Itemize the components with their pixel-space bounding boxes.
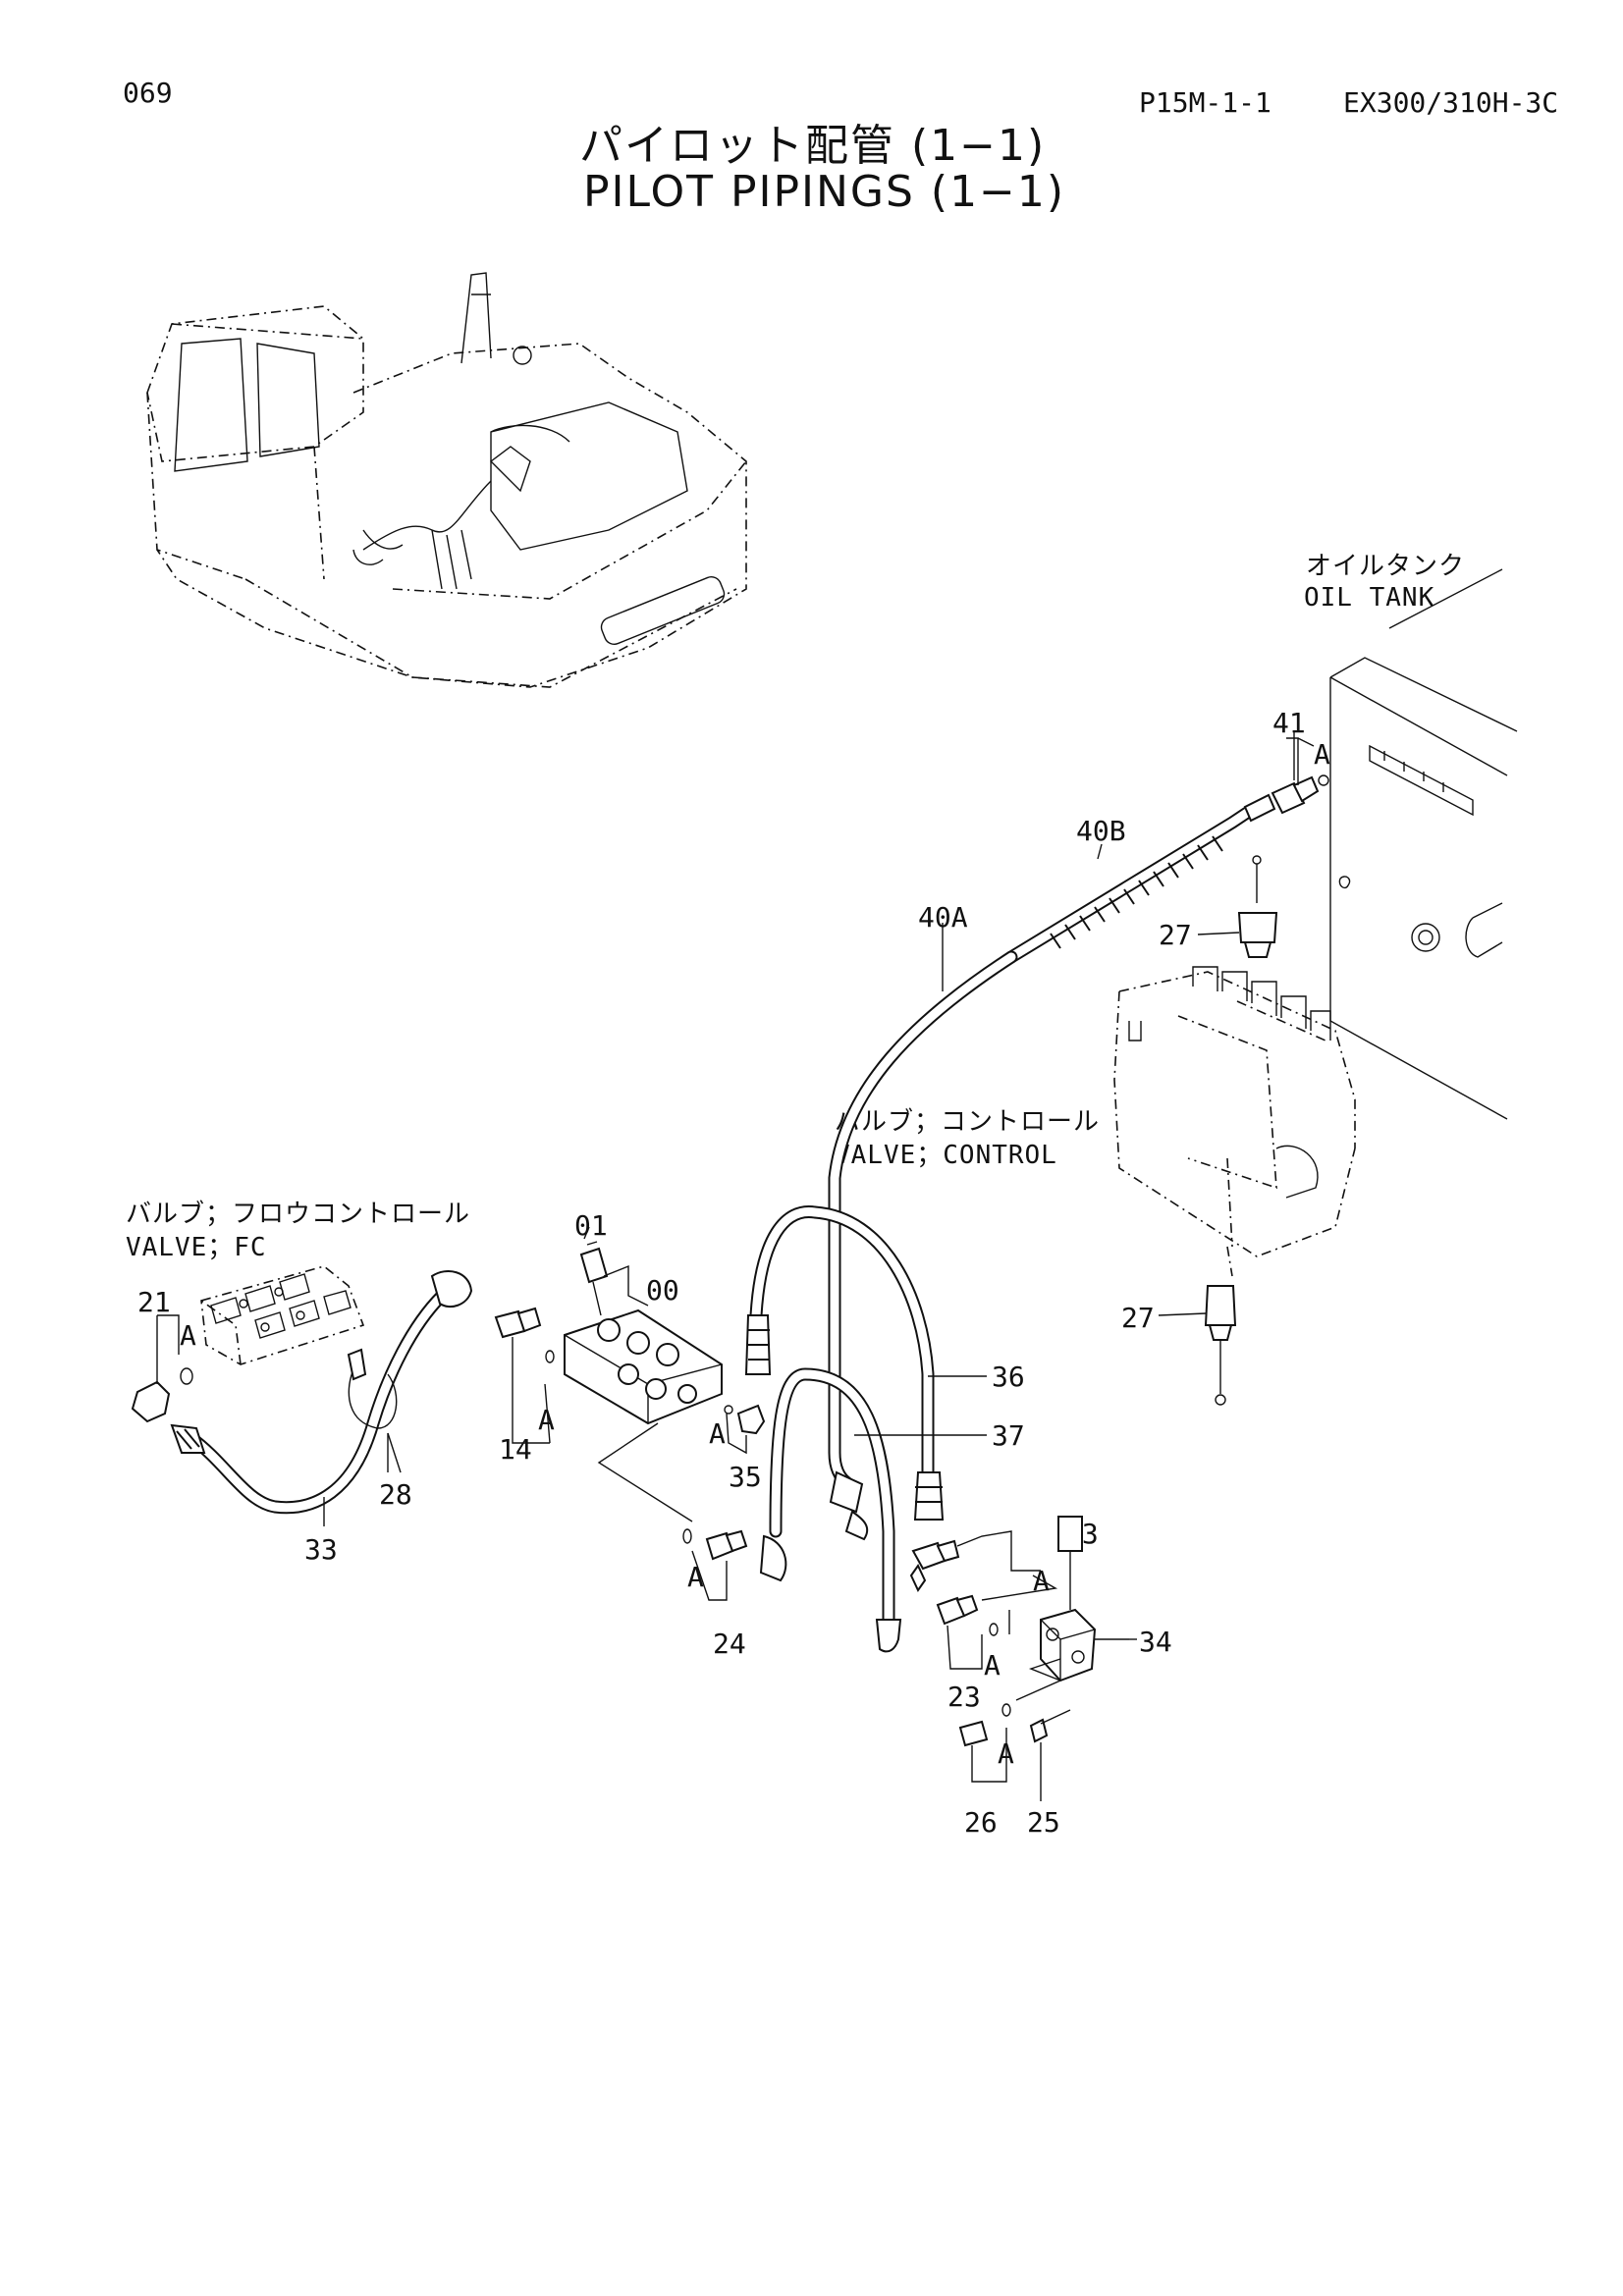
control-valve: [1114, 967, 1355, 1276]
valve-00: [565, 1227, 722, 1423]
oil-tank-label-en: OIL TANK: [1304, 583, 1435, 613]
callout-41: 41: [1272, 707, 1306, 739]
callout-27-top: 27: [1159, 919, 1192, 951]
callout-35: 35: [729, 1461, 762, 1493]
oil-tank-label-jp: オイルタンク: [1306, 552, 1466, 581]
fc-valve: [201, 1266, 363, 1364]
set-a-14: A: [538, 1404, 555, 1436]
oil-tank: [1330, 569, 1517, 1119]
callout-14: 14: [499, 1433, 532, 1466]
callout-23-bottom: 23: [947, 1681, 981, 1713]
hose-33: [172, 1271, 471, 1526]
elbow-35: [725, 1406, 764, 1453]
fittings-23-34: [911, 1517, 1129, 1681]
adapter-24: [599, 1423, 746, 1600]
set-a-35: A: [709, 1417, 726, 1450]
callout-37: 37: [992, 1419, 1025, 1452]
title-japanese: パイロット配管 (1−1): [579, 121, 1047, 171]
hose-37: [761, 1374, 987, 1651]
pressure-switch-27-bottom: [1159, 1286, 1235, 1405]
elbow-21: [133, 1315, 192, 1421]
control-valve-label-jp: バルブ；コントロール: [835, 1107, 1101, 1137]
fc-valve-label-en: VALVE；FC: [126, 1233, 267, 1262]
set-a-21: A: [180, 1319, 196, 1352]
set-a-41: A: [1314, 738, 1330, 771]
pressure-switch-27-top: [1198, 856, 1276, 957]
hose-40: [831, 795, 1274, 1539]
page-number: 069: [123, 77, 173, 109]
callout-01: 01: [574, 1209, 608, 1242]
leader-lines: [388, 731, 1294, 1639]
title-english: PILOT PIPINGS (1−1): [583, 167, 1066, 217]
callout-24: 24: [713, 1628, 746, 1660]
machine-model: EX300/310H-3C: [1343, 86, 1559, 119]
adapter-41: [1272, 738, 1328, 813]
drawing-code: P15M-1-1: [1139, 86, 1271, 119]
callout-40B: 40B: [1076, 815, 1126, 847]
callout-21: 21: [137, 1286, 171, 1318]
hose-36: [746, 1211, 987, 1520]
fc-valve-label-jp: バルブ；フロウコントロール: [126, 1200, 471, 1229]
set-a-23-bottom: A: [984, 1649, 1001, 1682]
callout-00: 00: [646, 1274, 679, 1307]
callout-27-bottom: 27: [1121, 1302, 1155, 1334]
clamp-28: [349, 1350, 397, 1472]
callout-28: 28: [379, 1478, 412, 1511]
control-valve-label-en: VALVE；CONTROL: [835, 1141, 1057, 1170]
excavator-overview: [147, 273, 746, 687]
adapter-14: [496, 1308, 554, 1443]
set-a-24: A: [687, 1561, 704, 1593]
callout-33: 33: [304, 1533, 338, 1566]
callout-25: 25: [1027, 1806, 1060, 1839]
plug-26-bolt-25: [960, 1659, 1070, 1801]
callout-26: 26: [964, 1806, 998, 1839]
callout-36: 36: [992, 1361, 1025, 1393]
callout-34: 34: [1139, 1626, 1172, 1658]
